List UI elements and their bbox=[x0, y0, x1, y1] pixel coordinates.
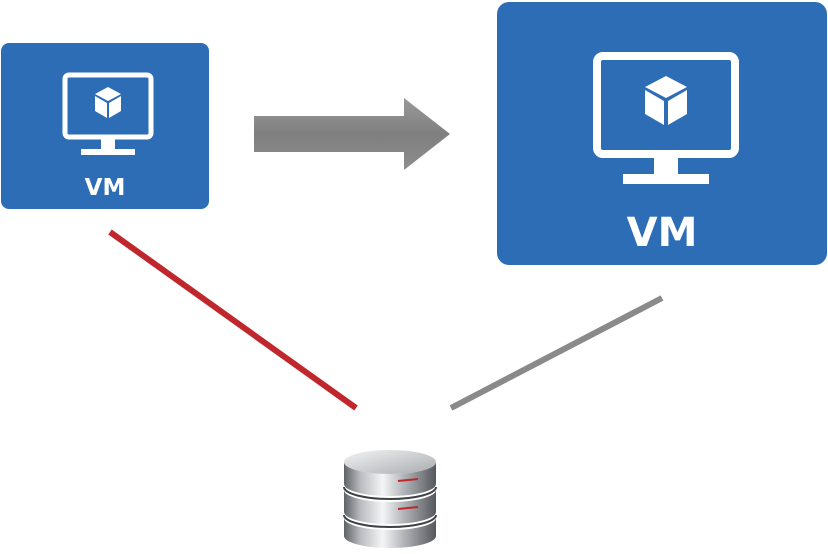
cube-icon bbox=[645, 76, 687, 125]
cube-icon bbox=[95, 87, 121, 118]
target-vm-tile: VM bbox=[497, 2, 827, 265]
target-storage-link bbox=[449, 295, 664, 411]
database-icon bbox=[343, 450, 437, 548]
source-vm-label: VM bbox=[84, 175, 126, 201]
vm-monitor-icon bbox=[593, 52, 739, 184]
source-vm-tile: VM bbox=[1, 43, 209, 209]
target-vm-label: VM bbox=[626, 210, 698, 256]
arrow-right-icon bbox=[254, 98, 450, 170]
source-storage-link bbox=[108, 229, 358, 411]
vm-monitor-icon bbox=[62, 72, 154, 155]
